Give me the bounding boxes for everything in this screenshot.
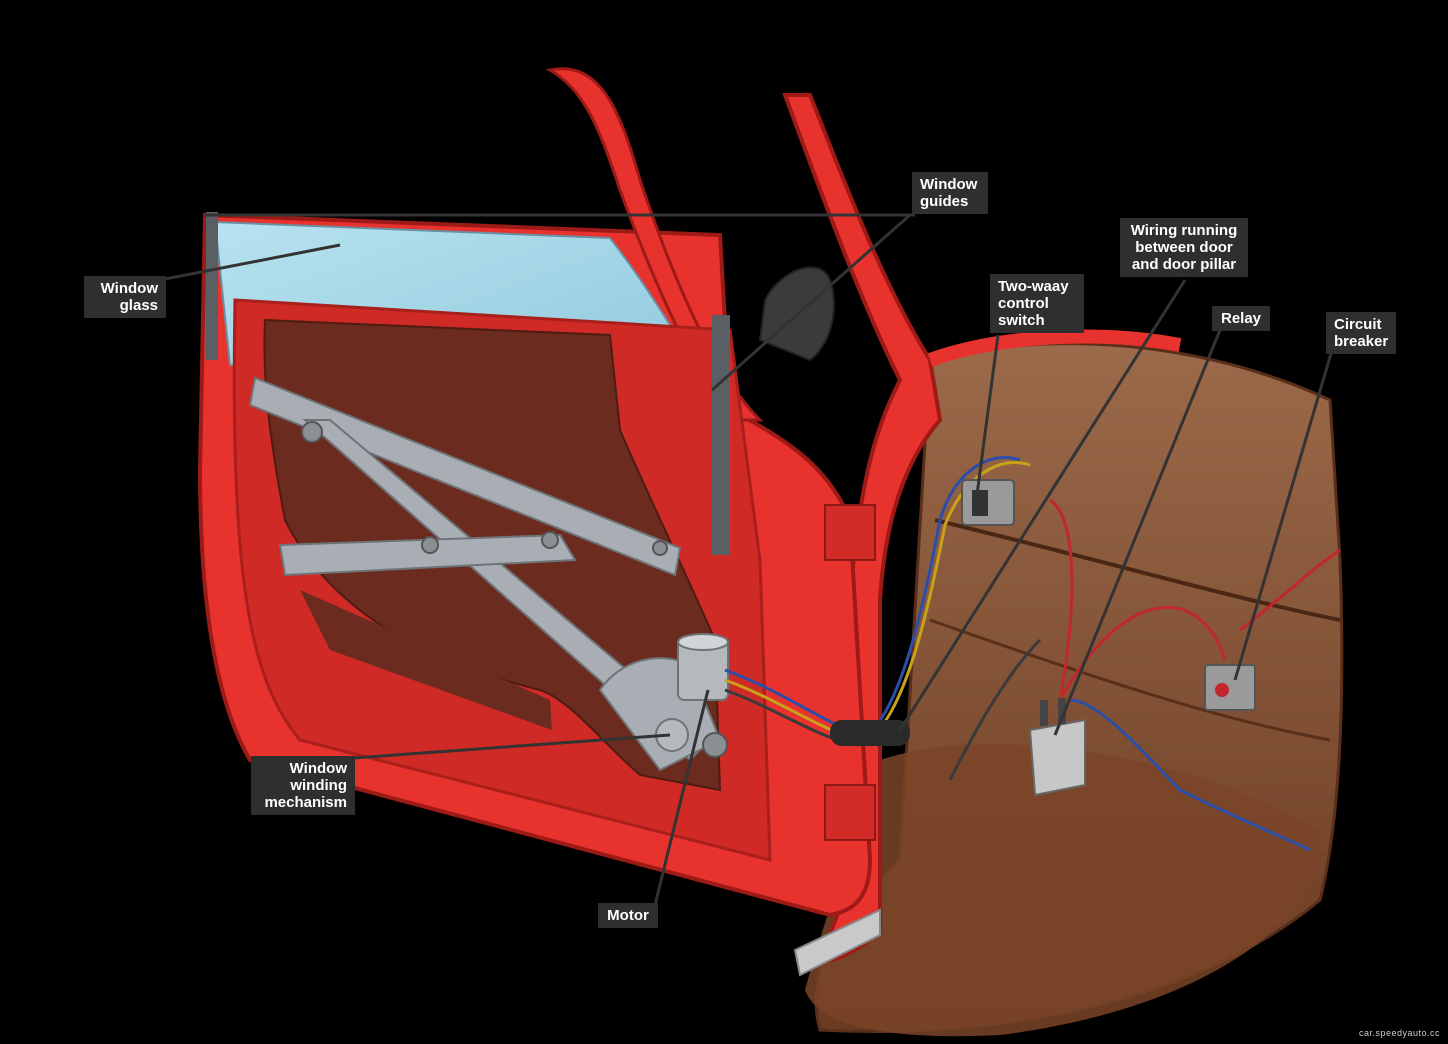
label-relay-line-1: Relay xyxy=(1220,310,1262,327)
label-window-guides: Window guides xyxy=(912,172,988,214)
leader-two-way-switch xyxy=(973,334,1000,511)
two-way-control-switch xyxy=(961,479,1015,526)
sill-line xyxy=(934,518,1341,622)
label-window-winding: Window winding mechanism xyxy=(251,756,355,815)
label-circuit-breaker-line-1: Circuit xyxy=(1334,316,1382,333)
upper-hinge xyxy=(824,504,876,561)
leader-relay xyxy=(1053,329,1222,736)
wiring-grommet xyxy=(830,720,910,746)
label-window-glass: Window glass xyxy=(84,276,166,318)
label-two-way-switch-line-1: Two-waay xyxy=(998,278,1069,295)
label-window-glass-line-1: Window xyxy=(100,280,158,297)
leader-window-guides-rear xyxy=(711,213,911,392)
label-wiring-line-3: and door pillar xyxy=(1131,256,1237,273)
label-two-way-switch-line-2: control xyxy=(998,295,1049,312)
window-guide-front xyxy=(206,212,218,360)
label-two-way-switch: Two-waay control switch xyxy=(990,274,1084,333)
lower-panel-slot xyxy=(300,590,552,730)
leader-lines xyxy=(159,213,1334,906)
lower-hinge xyxy=(824,784,876,841)
leader-circuit-breaker xyxy=(1233,349,1334,681)
label-window-winding-line-1: Window xyxy=(289,760,347,777)
label-two-way-switch-line-3: switch xyxy=(998,312,1045,329)
label-window-winding-line-3: mechanism xyxy=(264,794,347,811)
label-window-guides-line-1: Window xyxy=(920,176,978,193)
label-motor: Motor xyxy=(598,903,658,928)
leader-window-winding xyxy=(353,733,671,760)
floor-carpet xyxy=(805,744,1321,1037)
label-wiring-line-2: between door xyxy=(1135,239,1233,256)
label-window-guides-line-2: guides xyxy=(920,193,969,210)
circuit-breaker xyxy=(1204,664,1256,711)
label-window-winding-line-2: winding xyxy=(290,777,347,794)
wiring-harness xyxy=(724,456,1341,852)
motor xyxy=(677,633,729,701)
window-frame xyxy=(545,67,764,422)
window-guide-rear xyxy=(712,315,730,555)
relay xyxy=(1028,698,1086,797)
label-wiring: Wiring running between door and door pil… xyxy=(1120,218,1248,277)
label-motor-line-1: Motor xyxy=(607,907,649,924)
sill-line-lower xyxy=(929,618,1331,742)
label-circuit-breaker-line-2: breaker xyxy=(1334,333,1389,350)
label-relay: Relay xyxy=(1212,306,1270,331)
label-window-glass-line-2: glass xyxy=(119,297,158,314)
door-sill xyxy=(793,908,881,977)
leader-wiring xyxy=(898,279,1187,731)
window-regulator xyxy=(248,376,712,762)
label-wiring-line-1: Wiring running xyxy=(1130,222,1238,239)
door xyxy=(197,67,881,977)
leader-window-glass xyxy=(159,243,341,282)
label-circuit-breaker: Circuit breaker xyxy=(1326,312,1396,354)
source-credit: car.speedyauto.cc xyxy=(1358,1028,1440,1038)
leader-motor xyxy=(653,689,710,906)
